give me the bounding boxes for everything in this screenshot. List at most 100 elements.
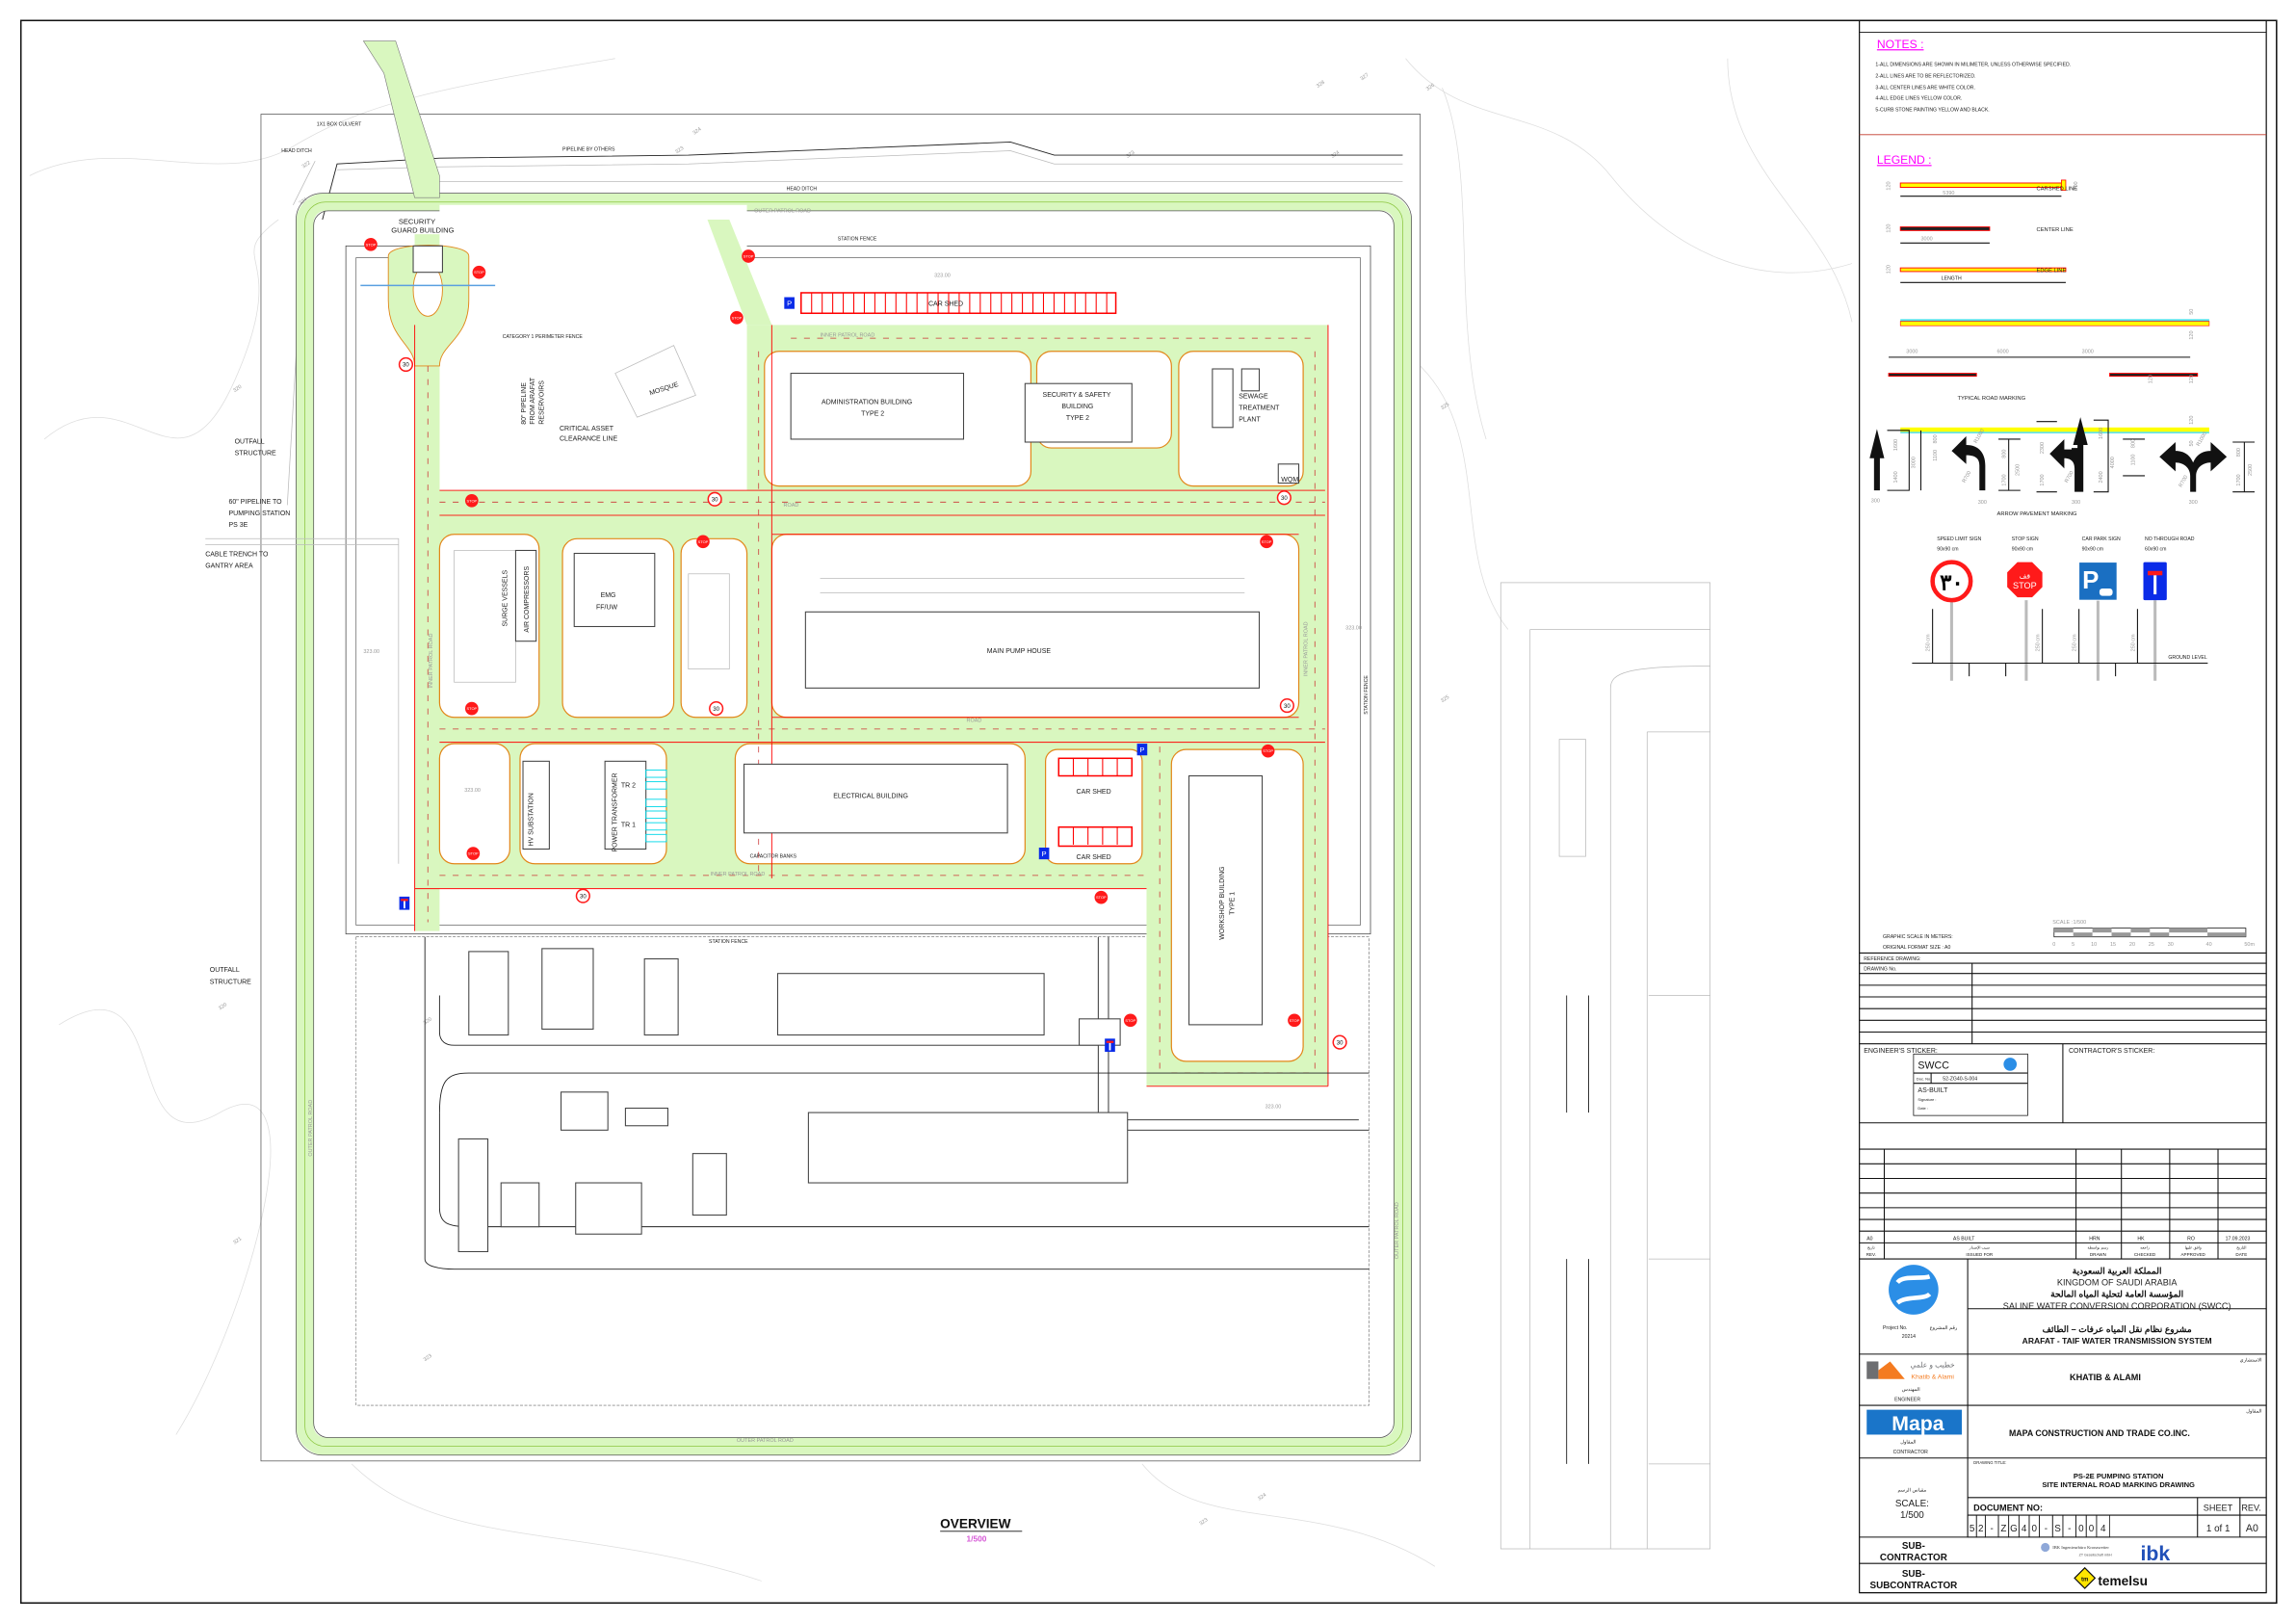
- issued-for-value: AS BUILT: [1953, 1236, 1975, 1242]
- label-box-culvert: 1X1 BOX CULVERT: [317, 122, 362, 128]
- dim: 1700: [2236, 474, 2242, 485]
- contractor-name: MAPA CONSTRUCTION AND TRADE CO.INC.: [2009, 1428, 2190, 1438]
- dim: 120: [1887, 181, 1892, 190]
- sticker-status: AS-BUILT: [1918, 1087, 1948, 1094]
- label-outfall-south-1: OUTFALL: [210, 967, 240, 974]
- dim: 50: [2189, 309, 2195, 315]
- label-emg-2: FF/UW: [596, 604, 618, 611]
- scale-segment: [2207, 932, 2246, 937]
- rev-header: APPROVED: [2181, 1252, 2206, 1257]
- dim: 6000: [1997, 349, 2009, 354]
- client-block: Project No. رقم المشروع 20214 المملكة ال…: [1859, 1259, 2267, 1537]
- pole-height: 250 cm: [1926, 634, 1932, 651]
- label-perimeter-fence: CATEGORY 1 PERIMETER FENCE: [503, 334, 584, 340]
- swcc-logo-icon: [2003, 1058, 2018, 1071]
- arrow-split-icon: [2159, 441, 2228, 492]
- subsub-label-1: SUB-: [1902, 1569, 1925, 1580]
- dim: 2300: [2040, 442, 2046, 454]
- transformer-bay: [645, 769, 667, 778]
- pole-height: 250 cm: [2036, 634, 2042, 651]
- contour-label: 320: [218, 1002, 228, 1011]
- doc-char-cell: [2096, 1514, 2110, 1538]
- outer-patrol-road: [296, 40, 1412, 1456]
- dim: 700: [2074, 181, 2079, 190]
- sheet-value: 1 of 1: [2206, 1524, 2231, 1534]
- svg-text:STOP: STOP: [1290, 1018, 1300, 1023]
- label-pipeline-60-2: PUMPING STATION: [229, 510, 291, 517]
- plan-frame: [260, 114, 1422, 1462]
- svg-text:STOP: STOP: [744, 253, 754, 258]
- sheet-label: SHEET: [2204, 1503, 2233, 1512]
- stop-sign-icon: STOP: [742, 249, 755, 263]
- contractor-role-ar: المقاول: [1900, 1440, 1916, 1446]
- sticker-signature: Signature :: [1918, 1097, 1936, 1102]
- contour-label: 321: [232, 1236, 243, 1245]
- label-car-shed-east-1: CAR SHED: [1077, 789, 1111, 796]
- kingdom-ar: المملكة العربية السعودية: [2073, 1266, 2162, 1276]
- sub-label-2: CONTRACTOR: [1880, 1553, 1947, 1563]
- contour-label: 324: [692, 126, 703, 136]
- svg-text:30: 30: [1281, 496, 1288, 502]
- temelsu-mark: tm: [2081, 1577, 2089, 1583]
- sign-size: 90x90 cm: [1937, 546, 1958, 552]
- dim: 120: [1887, 224, 1892, 233]
- scale-ar: مقياس الرسم: [1897, 1488, 1926, 1494]
- scale-tick: 25: [2149, 942, 2154, 948]
- format-label: ORIGINAL FORMAT SIZE : A0: [1883, 945, 1951, 951]
- label-outfall-south-2: STRUCTURE: [210, 979, 251, 985]
- label-sewage-1: SEWAGE: [1239, 393, 1268, 400]
- dim: 120: [2189, 330, 2195, 339]
- label-emg-1: EMG: [601, 592, 616, 599]
- label-pipeline-80-3: RESERVOIRS: [538, 380, 545, 425]
- label-clearance-1: CRITICAL ASSET: [560, 426, 614, 432]
- scale-segment: [2169, 928, 2208, 933]
- doc-char: 5: [1970, 1524, 1975, 1534]
- reference-table: REFERENCE DRAWING: DRAWING No.: [1859, 952, 2267, 1045]
- dim: 4000: [2110, 457, 2116, 468]
- dim: 300: [1871, 498, 1880, 504]
- arrow-straight-icon: [1869, 429, 1885, 491]
- svg-text:30: 30: [1284, 704, 1291, 710]
- dim: R1000: [2196, 432, 2208, 448]
- speed-limit-sign-icon: 30: [1279, 697, 1294, 714]
- dim: 1700: [2002, 474, 2008, 485]
- label-outer-patrol-road-west: OUTER PATROL ROAD: [308, 1100, 314, 1157]
- dim: 3000: [1920, 236, 1932, 242]
- plan-title: OVERVIEW: [940, 1517, 1010, 1531]
- stop-sign-arabic: قف: [2020, 571, 2031, 580]
- ibk-emblem-icon: [2041, 1542, 2050, 1553]
- rev-header: ISSUED FOR: [1966, 1252, 1994, 1257]
- label-sewage-3: PLANT: [1239, 417, 1261, 424]
- fences: [345, 245, 1371, 1406]
- dim: 300: [2189, 500, 2198, 506]
- dim: 2500: [2248, 464, 2254, 476]
- sign-size: 60x90 cm: [2145, 546, 2166, 552]
- label-capacitor-banks: CAPACITOR BANKS: [750, 854, 797, 860]
- level-mark: 323.00: [464, 788, 481, 794]
- stop-sign-icon: STOP: [730, 310, 744, 325]
- dim: 1700: [2040, 474, 2046, 485]
- label-inner-patrol-road-north: INNER PATROL ROAD: [821, 333, 875, 339]
- arrow-pavement-marking-label: ARROW PAVEMENT MARKING: [1997, 511, 2077, 517]
- speed-limit-sign-icon: 30: [398, 356, 414, 373]
- rev-header-ar: راجعه: [2140, 1244, 2150, 1249]
- consultant-label-ar: الاستشاري: [2240, 1357, 2262, 1363]
- level-mark: 323.00: [1265, 1105, 1282, 1111]
- dim: 1400: [1893, 471, 1899, 483]
- drawn-value: HRN: [2089, 1236, 2100, 1242]
- contour-label: 327: [1360, 72, 1370, 82]
- label-workshop-1: WORKSHOP BUILDING: [1219, 866, 1226, 939]
- dim: 120: [2149, 375, 2154, 383]
- label-tr1: TR 1: [621, 823, 636, 829]
- stop-sign-icon: STOP: [466, 847, 481, 860]
- dim: 50: [2189, 440, 2195, 446]
- note-item: 5-CURB STONE PAINTING YELLOW AND BLACK.: [1875, 108, 1989, 114]
- label-cable-trench-1: CABLE TRENCH TO: [205, 552, 269, 559]
- legend-arrow-markings: 1600 1400 3000 300 1100 800 R1000 R700 8…: [1869, 417, 2256, 506]
- khatib-logo-en: Khatib & Alami: [1911, 1374, 1954, 1381]
- swcc-logo-icon: [1889, 1265, 1939, 1315]
- transformer-bay: [645, 822, 667, 831]
- level-mark: 323.00: [1345, 626, 1362, 632]
- label-station-fence-south: STATION FENCE: [709, 939, 748, 945]
- mapa-logo-icon: [1866, 1409, 1963, 1435]
